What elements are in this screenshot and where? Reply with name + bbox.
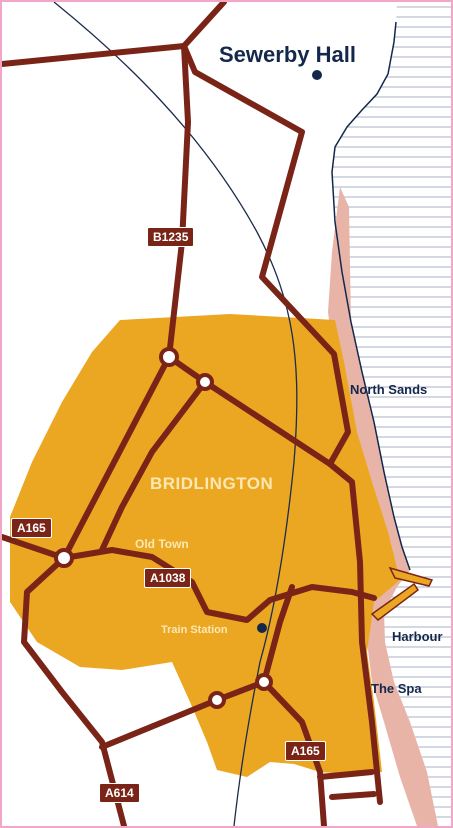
north-sands-label: North Sands <box>350 382 428 397</box>
harbour-pier-north <box>388 566 434 587</box>
road-a614 <box>21 555 127 826</box>
coastline <box>331 21 411 571</box>
sea <box>332 2 451 826</box>
town-label: BRIDLINGTON <box>150 474 274 493</box>
road-central <box>99 379 208 553</box>
old-town-label: Old Town <box>135 537 189 551</box>
sewerby-hall-label: Sewerby Hall <box>219 42 356 67</box>
roundabout-south <box>208 691 226 709</box>
town-area <box>10 314 400 777</box>
roundabout-north <box>159 347 179 367</box>
train-station-marker <box>257 623 267 633</box>
road-a1038 <box>61 547 377 623</box>
roundabout-southeast <box>255 673 273 691</box>
road-shield-a614: A614 <box>99 783 140 803</box>
road-north-east-loop <box>181 43 351 467</box>
harbour-label: Harbour <box>392 629 443 644</box>
road-b1235 <box>166 43 191 360</box>
railway <box>53 2 298 826</box>
road-shield-a165-west: A165 <box>11 518 52 538</box>
road-coast-link <box>327 461 383 805</box>
road-shield-b1235: B1235 <box>147 227 195 247</box>
the-spa-label: The Spa <box>371 681 422 696</box>
train-station-label: Train Station <box>161 624 228 636</box>
road-south-east-2 <box>329 791 377 800</box>
road-south-east <box>317 769 375 780</box>
roundabout-northeast <box>196 373 214 391</box>
sewerby-hall-marker <box>312 70 322 80</box>
roundabouts <box>54 347 273 709</box>
beach <box>328 187 438 826</box>
road-station-link <box>261 584 295 685</box>
road-shield-a165-south: A165 <box>285 741 326 761</box>
road-shield-a1038: A1038 <box>144 568 192 588</box>
roundabout-west <box>54 548 74 568</box>
harbour-pier-south <box>370 582 420 621</box>
